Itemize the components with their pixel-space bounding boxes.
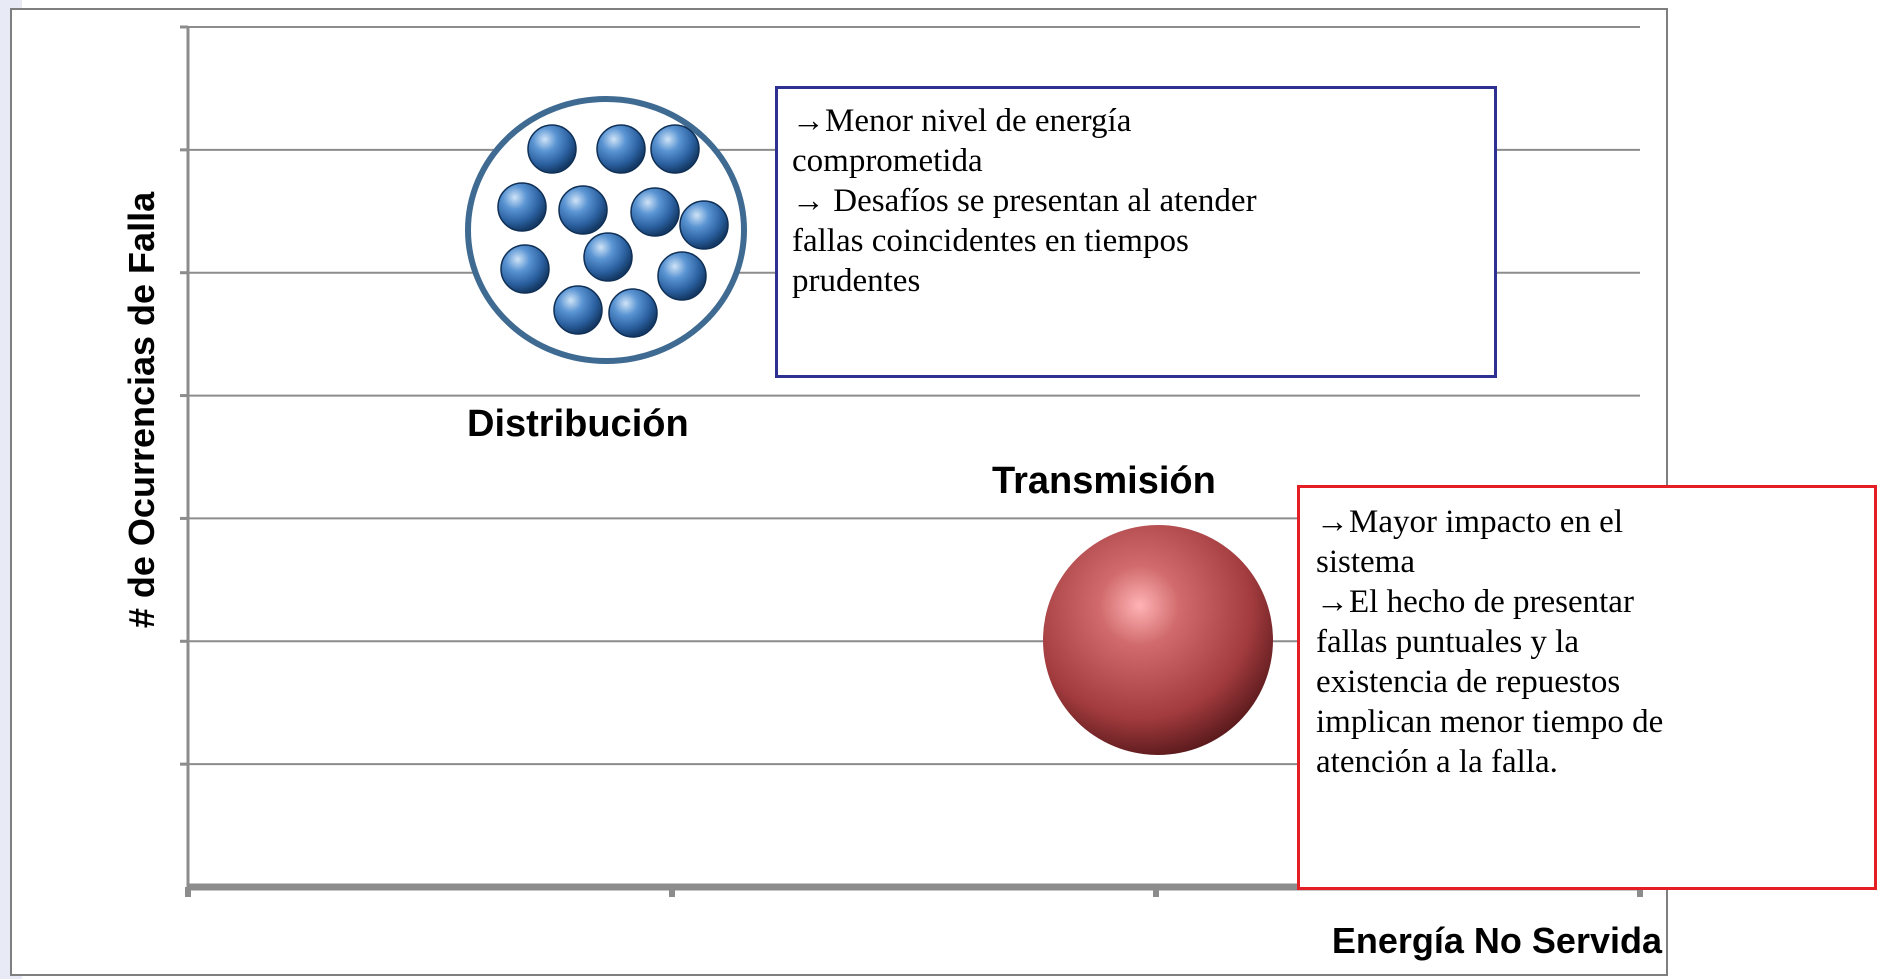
transmission-node xyxy=(1043,525,1273,755)
info-line: →Menor nivel de energía xyxy=(792,103,1132,139)
distribution-info-box: →Menor nivel de energía comprometida → D… xyxy=(775,86,1497,378)
info-line: implican menor tiempo de xyxy=(1316,704,1664,740)
small-sphere xyxy=(608,288,658,338)
info-line: →El hecho de presentar xyxy=(1316,584,1634,620)
info-line: → Desafíos se presentan al atender xyxy=(792,183,1257,219)
transmission-label: Transmisión xyxy=(992,460,1216,502)
small-sphere xyxy=(553,285,603,335)
small-sphere xyxy=(583,232,633,282)
info-line: fallas puntuales y la xyxy=(1316,624,1580,660)
small-sphere xyxy=(596,124,646,174)
info-line: sistema xyxy=(1316,544,1415,580)
small-sphere xyxy=(497,182,547,232)
distribution-cluster xyxy=(465,96,747,364)
info-line: comprometida xyxy=(792,143,983,179)
info-line: prudentes xyxy=(792,263,921,299)
small-sphere xyxy=(650,124,700,174)
info-line: existencia de repuestos xyxy=(1316,664,1621,700)
small-sphere xyxy=(679,200,729,250)
small-sphere xyxy=(630,187,680,237)
x-axis-label: Energía No Servida xyxy=(1331,920,1662,961)
small-sphere xyxy=(657,251,707,301)
small-sphere xyxy=(558,185,608,235)
small-sphere xyxy=(500,244,550,294)
small-sphere xyxy=(527,124,577,174)
info-line: atención a la falla. xyxy=(1316,744,1558,780)
info-line: →Mayor impacto en el xyxy=(1316,504,1623,540)
transmission-info-box: →Mayor impacto en el sistema →El hecho d… xyxy=(1297,485,1877,890)
info-line: fallas coincidentes en tiempos xyxy=(792,223,1189,259)
y-axis-label: # de Ocurrencias de Falla xyxy=(121,191,162,629)
distribution-label: Distribución xyxy=(467,403,689,445)
large-sphere xyxy=(1043,525,1273,755)
